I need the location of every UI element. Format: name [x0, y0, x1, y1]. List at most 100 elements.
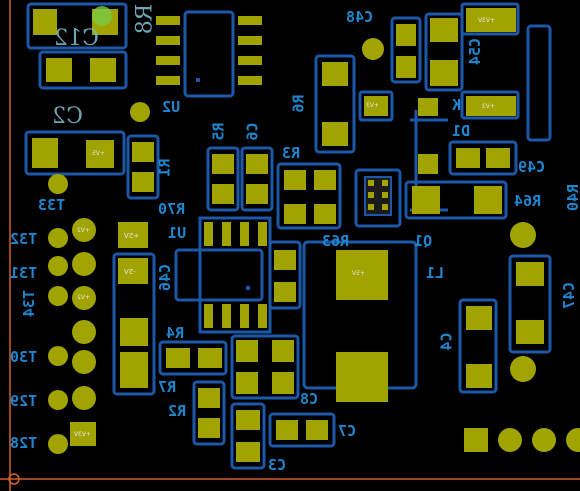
ic-lead[interactable] [240, 222, 249, 246]
test-point[interactable] [48, 174, 68, 194]
ic-lead[interactable] [156, 76, 180, 85]
test-point[interactable] [48, 256, 68, 276]
test-point[interactable] [72, 320, 96, 344]
via[interactable] [510, 222, 536, 248]
test-point[interactable] [48, 390, 68, 410]
test-point[interactable] [48, 286, 68, 306]
ic-lead[interactable] [240, 304, 249, 328]
pad[interactable] [418, 98, 438, 116]
pad[interactable] [166, 348, 190, 368]
pad[interactable] [132, 142, 154, 162]
pad[interactable] [274, 250, 296, 270]
pad[interactable] [396, 56, 416, 78]
pad[interactable] [118, 222, 148, 248]
pad[interactable] [212, 184, 234, 204]
test-pad[interactable] [70, 422, 96, 446]
pad[interactable] [120, 318, 148, 346]
pad[interactable] [198, 348, 222, 368]
ic-lead[interactable] [368, 180, 374, 186]
pad[interactable] [466, 96, 516, 116]
pad[interactable] [364, 96, 388, 116]
pad[interactable] [198, 388, 220, 408]
pad[interactable] [246, 184, 268, 204]
test-point[interactable] [48, 346, 68, 366]
header-pin[interactable] [566, 428, 580, 452]
pad[interactable] [276, 420, 298, 440]
pad[interactable] [306, 420, 328, 440]
test-point[interactable] [72, 286, 96, 310]
pad[interactable] [456, 148, 480, 168]
pad[interactable] [430, 60, 458, 86]
pad[interactable] [516, 320, 544, 344]
pad[interactable] [516, 262, 544, 286]
inductor-pad[interactable] [336, 250, 388, 300]
test-point[interactable] [72, 350, 96, 374]
pad[interactable] [236, 410, 260, 430]
pad[interactable] [236, 340, 258, 362]
pad[interactable] [396, 24, 416, 46]
test-point[interactable] [48, 228, 68, 248]
pad[interactable] [284, 170, 306, 190]
header-pin-square[interactable] [464, 428, 488, 452]
pad[interactable] [412, 186, 440, 214]
ic-lead[interactable] [238, 36, 262, 45]
pad[interactable] [272, 340, 294, 362]
ic-lead[interactable] [258, 222, 267, 246]
pad[interactable] [322, 122, 348, 146]
via[interactable] [130, 102, 150, 122]
pad[interactable] [322, 62, 348, 86]
pad[interactable] [46, 58, 72, 82]
ic-lead[interactable] [238, 76, 262, 85]
pad[interactable] [430, 18, 458, 42]
header-pin[interactable] [498, 428, 522, 452]
pad[interactable] [32, 138, 58, 168]
pad[interactable] [33, 9, 57, 35]
test-point[interactable] [72, 252, 96, 276]
ic-lead[interactable] [238, 16, 262, 25]
ic-lead[interactable] [222, 304, 231, 328]
ic-lead[interactable] [156, 36, 180, 45]
pad[interactable] [314, 170, 336, 190]
via[interactable] [92, 6, 112, 26]
ic-lead[interactable] [156, 16, 180, 25]
pad[interactable] [284, 204, 306, 224]
pad[interactable] [466, 364, 492, 388]
pad[interactable] [212, 154, 234, 174]
test-point[interactable] [48, 434, 68, 454]
test-point[interactable] [72, 218, 96, 242]
ic-lead[interactable] [368, 192, 374, 198]
pad[interactable] [236, 442, 260, 462]
pad[interactable] [236, 372, 258, 394]
ic-lead[interactable] [204, 222, 213, 246]
pad[interactable] [486, 148, 510, 168]
test-point[interactable] [72, 386, 96, 410]
pad[interactable] [272, 372, 294, 394]
ic-lead[interactable] [368, 204, 374, 210]
ic-lead[interactable] [258, 304, 267, 328]
pad[interactable] [120, 352, 148, 388]
ic-lead[interactable] [382, 180, 388, 186]
header-pin[interactable] [532, 428, 556, 452]
ic-lead[interactable] [382, 204, 388, 210]
pad[interactable] [466, 306, 492, 330]
pad[interactable] [314, 204, 336, 224]
pad[interactable] [466, 8, 516, 32]
pad[interactable] [90, 58, 116, 82]
ic-lead[interactable] [222, 222, 231, 246]
pad[interactable] [132, 172, 154, 192]
via[interactable] [510, 356, 536, 382]
pad[interactable] [246, 154, 268, 174]
ic-lead[interactable] [204, 304, 213, 328]
inductor-pad[interactable] [336, 352, 388, 402]
ic-lead[interactable] [156, 56, 180, 65]
pad[interactable] [274, 282, 296, 302]
via[interactable] [362, 38, 384, 60]
pad[interactable] [118, 258, 148, 284]
pad[interactable] [418, 154, 438, 174]
ic-lead[interactable] [382, 192, 388, 198]
ic-lead[interactable] [238, 56, 262, 65]
pad[interactable] [474, 186, 502, 214]
pad[interactable] [86, 140, 114, 168]
pad[interactable] [198, 418, 220, 438]
